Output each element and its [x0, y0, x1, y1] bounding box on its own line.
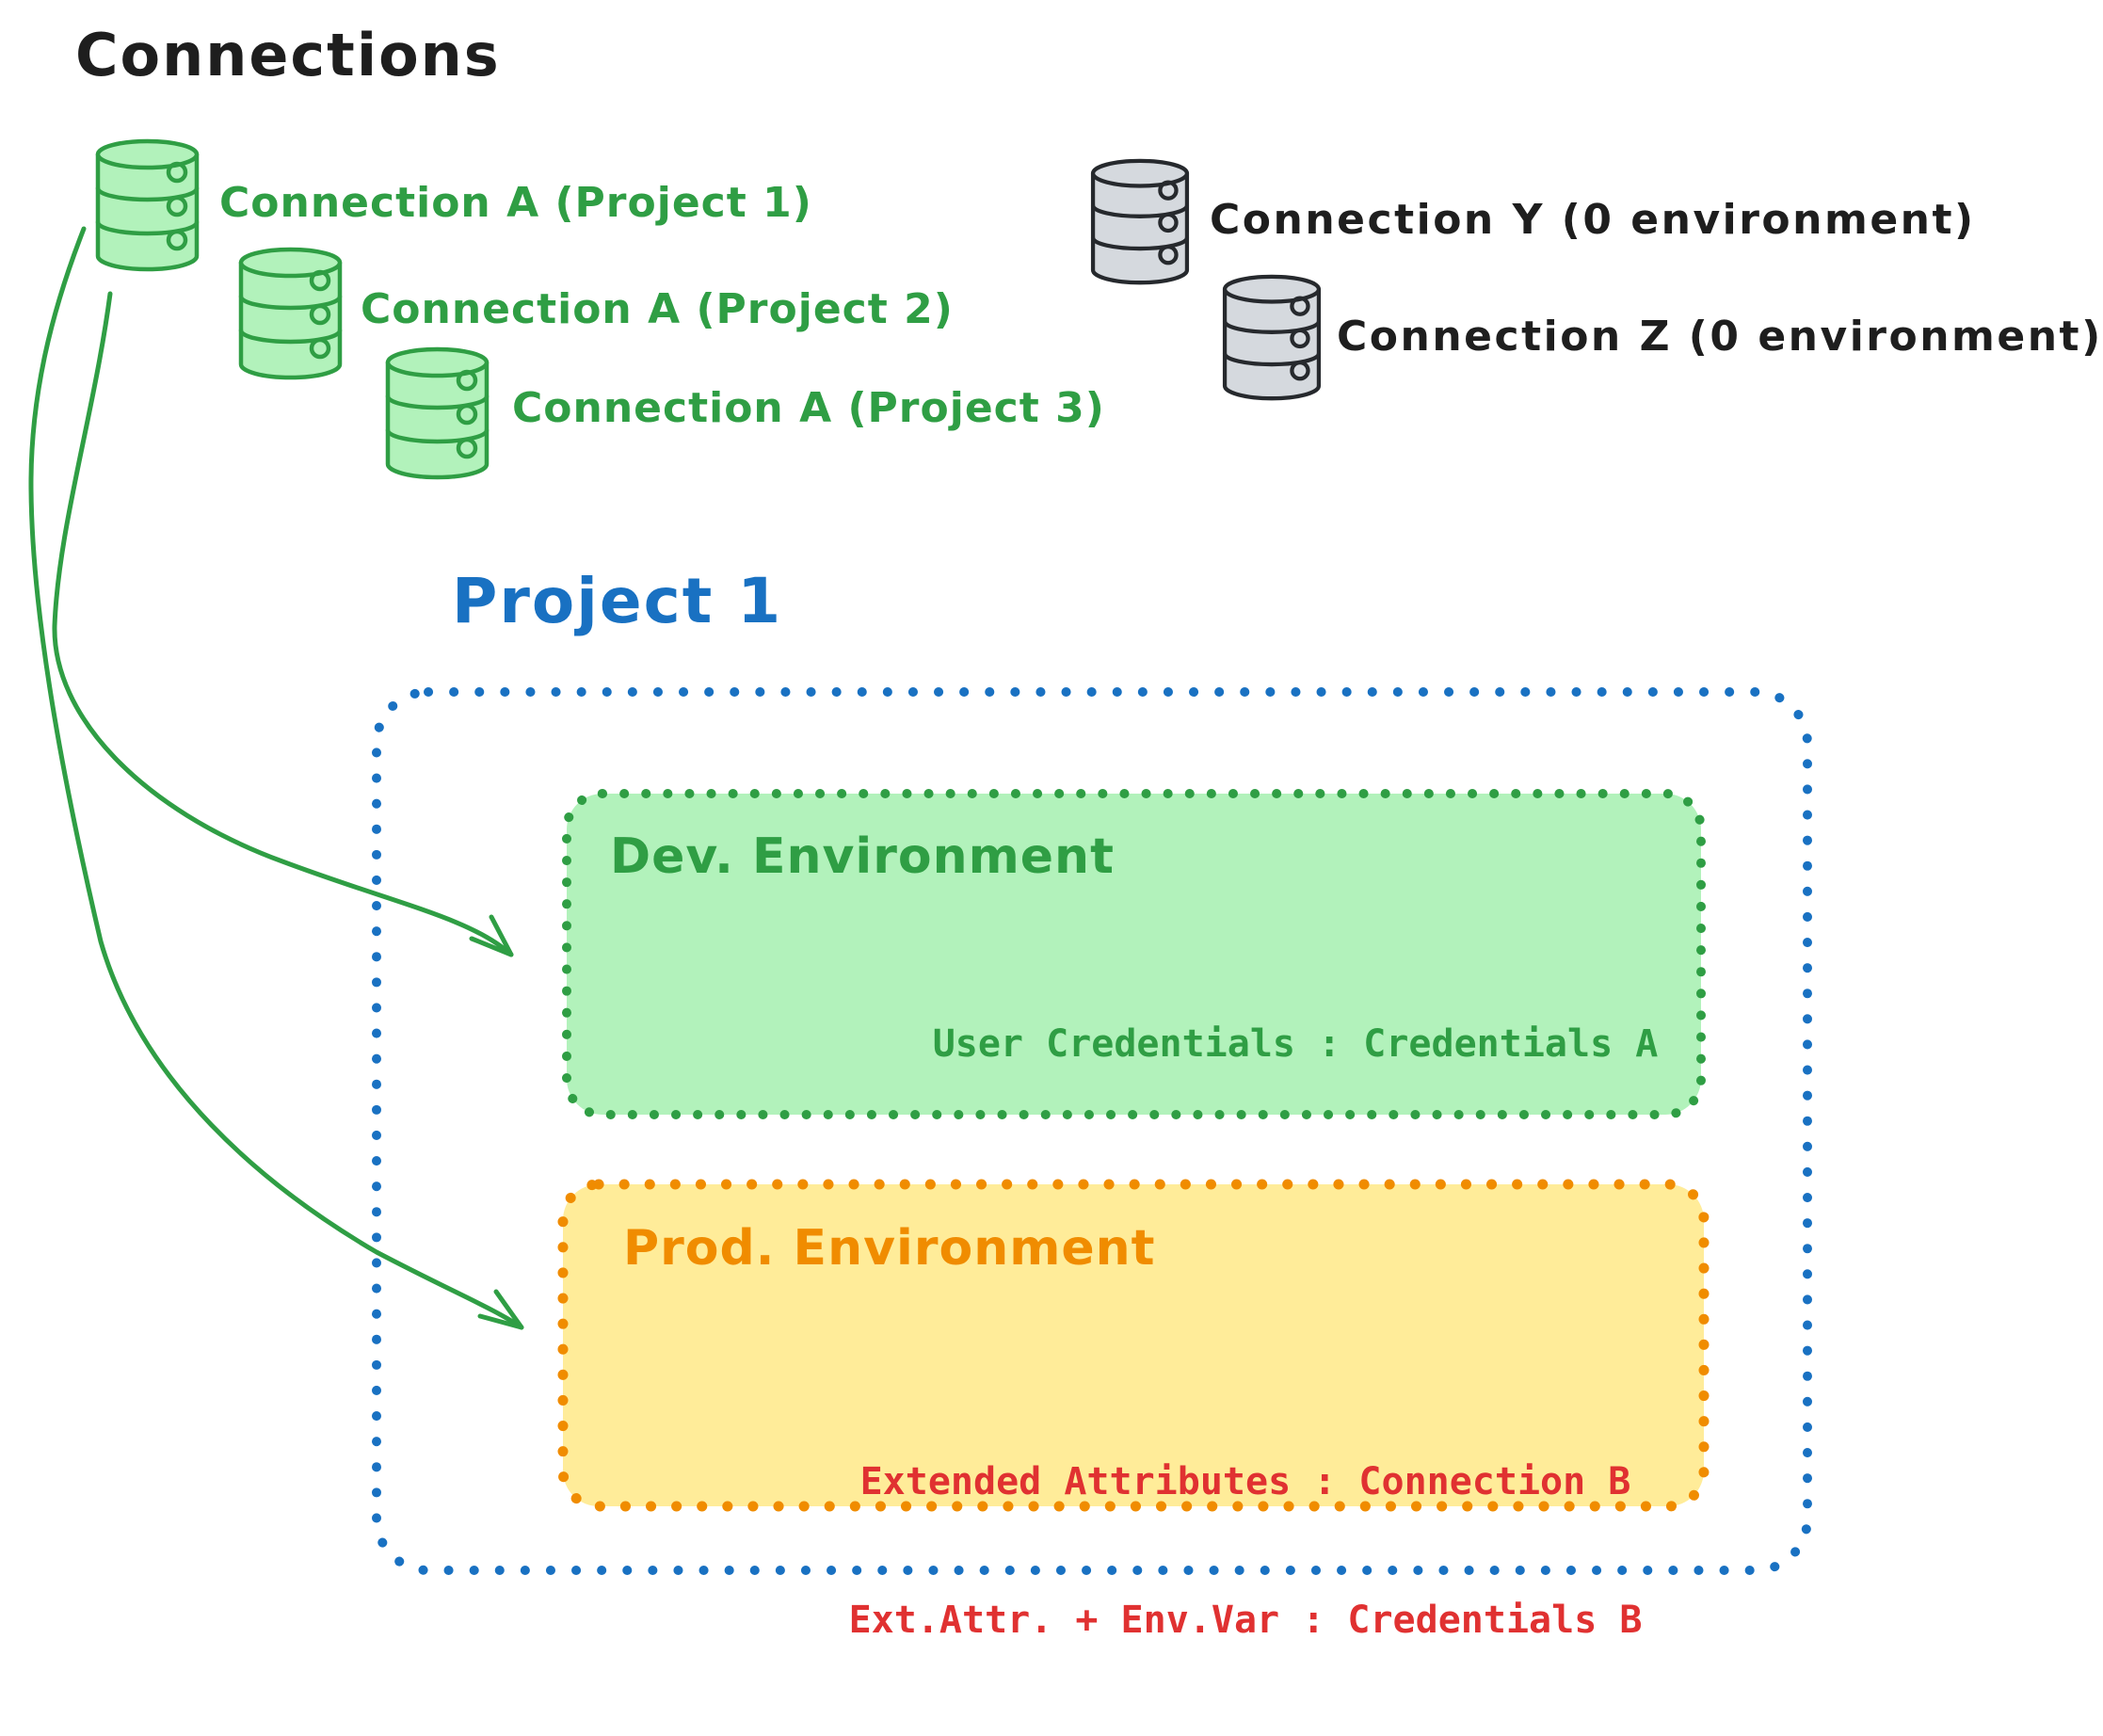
- database-icon: [385, 346, 490, 480]
- prod-credentials-mappings: Extended Attributes : Connection B Ext.A…: [849, 1367, 1643, 1736]
- database-icon: [1222, 274, 1322, 401]
- connection-label-a-project-1: Connection A (Project 1): [219, 179, 812, 227]
- project-title: Project 1: [452, 565, 783, 637]
- database-icon: [238, 247, 343, 380]
- dev-credentials-mapping: User Credentials : Credentials A: [932, 1022, 1659, 1066]
- connection-label-a-project-2: Connection A (Project 2): [361, 285, 954, 333]
- prod-environment-box: [557, 1179, 1710, 1512]
- arrow-to-prod-environment: [28, 226, 524, 1330]
- connections-title: Connections: [75, 21, 501, 89]
- arrowhead-prod-icon: [477, 1289, 524, 1330]
- prod-mapping-line-2: Ext.Attr. + Env.Var : Credentials B: [848, 1599, 1643, 1642]
- diagram-scene: [28, 226, 1812, 1575]
- diagram-canvas: Connections Connection A (Proje: [28, 21, 2103, 1642]
- arrowhead-dev-icon: [469, 914, 514, 957]
- dev-environment-box: [562, 789, 1706, 1119]
- connection-arrows: [28, 226, 524, 1330]
- connection-label-y: Connection Y (0 environment): [1210, 196, 1976, 244]
- database-icon: [1090, 158, 1190, 285]
- arrow-to-dev-environment: [52, 291, 514, 957]
- connection-label-z: Connection Z (0 environment): [1337, 313, 2103, 361]
- prod-mapping-line-1: Extended Attributes : Connection B: [859, 1460, 1631, 1503]
- prod-environment-label: Prod. Environment: [623, 1220, 1156, 1277]
- project-1-box: [372, 687, 1812, 1575]
- dev-environment-label: Dev. Environment: [610, 828, 1115, 885]
- connection-label-a-project-3: Connection A (Project 3): [512, 384, 1105, 432]
- database-icon: [95, 138, 200, 272]
